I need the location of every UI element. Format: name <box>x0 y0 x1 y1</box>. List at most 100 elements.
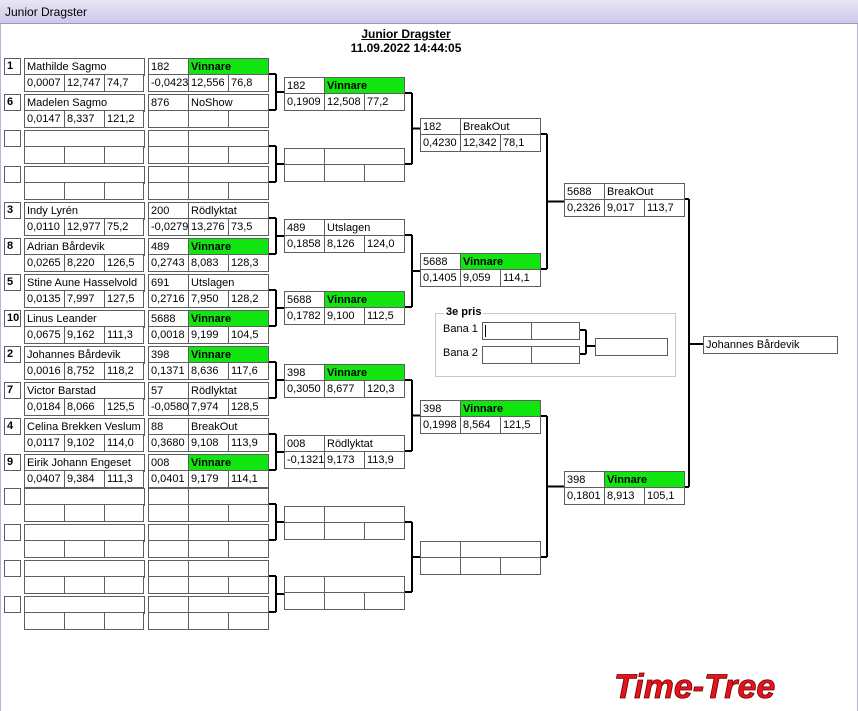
status[interactable]: Utslagen <box>324 219 405 237</box>
speed[interactable] <box>364 522 405 540</box>
elapsed-time[interactable]: 8,913 <box>604 487 645 505</box>
elapsed-time[interactable] <box>188 504 229 522</box>
reaction-time[interactable] <box>148 612 189 630</box>
elapsed-time[interactable] <box>64 504 105 522</box>
reaction-time[interactable] <box>420 557 461 575</box>
elapsed-time[interactable] <box>324 522 365 540</box>
reaction-time[interactable] <box>148 576 189 594</box>
reaction-time[interactable]: 0,0018 <box>148 326 189 344</box>
reaction-time[interactable] <box>148 540 189 558</box>
speed[interactable]: 114,1 <box>500 269 541 287</box>
driver-name[interactable]: Victor Barstad <box>24 382 145 400</box>
seed-box[interactable]: 6 <box>4 94 21 111</box>
reaction-time[interactable]: 0,0110 <box>24 218 65 236</box>
elapsed-time[interactable] <box>324 592 365 610</box>
driver-name[interactable]: Madelen Sagmo <box>24 94 145 112</box>
speed[interactable]: 128,2 <box>228 290 269 308</box>
reaction-time[interactable]: 0,0265 <box>24 254 65 272</box>
speed[interactable] <box>228 576 269 594</box>
elapsed-time[interactable]: 8,677 <box>324 380 365 398</box>
elapsed-time[interactable]: 8,126 <box>324 235 365 253</box>
reaction-time[interactable] <box>148 504 189 522</box>
speed[interactable]: 105,1 <box>644 487 685 505</box>
status[interactable]: Vinnare <box>324 77 405 95</box>
speed[interactable]: 74,7 <box>104 74 144 92</box>
speed[interactable]: 124,0 <box>364 235 405 253</box>
reaction-time[interactable]: 0,4230 <box>420 134 461 152</box>
speed[interactable]: 112,5 <box>364 307 405 325</box>
speed[interactable] <box>364 164 405 182</box>
speed[interactable]: 73,5 <box>228 218 269 236</box>
speed[interactable]: 104,5 <box>228 326 269 344</box>
reaction-time[interactable] <box>24 612 65 630</box>
speed[interactable]: 114,1 <box>228 470 269 488</box>
speed[interactable]: 125,5 <box>104 398 144 416</box>
seed-box[interactable]: 3 <box>4 202 21 219</box>
elapsed-time[interactable]: 9,179 <box>188 470 229 488</box>
elapsed-time[interactable]: 8,220 <box>64 254 105 272</box>
reaction-time[interactable] <box>24 146 65 164</box>
elapsed-time[interactable]: 9,102 <box>64 434 105 452</box>
elapsed-time[interactable]: 7,997 <box>64 290 105 308</box>
elapsed-time[interactable] <box>188 612 229 630</box>
reaction-time[interactable]: 0,3680 <box>148 434 189 452</box>
elapsed-time[interactable]: 12,747 <box>64 74 105 92</box>
reaction-time[interactable]: 0,0117 <box>24 434 65 452</box>
driver-name[interactable]: Stine Aune Hasselvold <box>24 274 145 292</box>
seed-box[interactable] <box>4 488 21 505</box>
speed[interactable]: 78,1 <box>500 134 541 152</box>
seed-box[interactable] <box>4 166 21 183</box>
status[interactable]: Vinnare <box>460 253 541 271</box>
status[interactable]: Vinnare <box>188 454 269 472</box>
pair-number[interactable]: 398 <box>284 364 325 382</box>
elapsed-time[interactable] <box>188 540 229 558</box>
speed[interactable] <box>104 182 144 200</box>
reaction-time[interactable]: 0,0016 <box>24 362 65 380</box>
reaction-time[interactable]: 0,1371 <box>148 362 189 380</box>
elapsed-time[interactable]: 9,108 <box>188 434 229 452</box>
speed[interactable] <box>104 504 144 522</box>
speed[interactable] <box>228 182 269 200</box>
reaction-time[interactable] <box>284 522 325 540</box>
pair-number[interactable]: 398 <box>564 471 605 489</box>
reaction-time[interactable] <box>24 182 65 200</box>
elapsed-time[interactable]: 9,100 <box>324 307 365 325</box>
speed[interactable]: 111,3 <box>104 326 144 344</box>
speed[interactable]: 113,9 <box>364 451 405 469</box>
seed-box[interactable]: 2 <box>4 346 21 363</box>
elapsed-time[interactable] <box>324 164 365 182</box>
driver-name[interactable]: Eirik Johann Engeset <box>24 454 145 472</box>
seed-box[interactable]: 5 <box>4 274 21 291</box>
elapsed-time[interactable]: 13,276 <box>188 218 229 236</box>
reaction-time[interactable] <box>284 592 325 610</box>
elapsed-time[interactable]: 12,556 <box>188 74 229 92</box>
speed[interactable]: 128,3 <box>228 254 269 272</box>
elapsed-time[interactable] <box>64 612 105 630</box>
elapsed-time[interactable]: 12,508 <box>324 93 365 111</box>
elapsed-time[interactable]: 8,636 <box>188 362 229 380</box>
elapsed-time[interactable]: 9,059 <box>460 269 501 287</box>
elapsed-time[interactable] <box>188 182 229 200</box>
elapsed-time[interactable]: 12,977 <box>64 218 105 236</box>
pair-number[interactable]: 398 <box>420 400 461 418</box>
lane1-extra[interactable] <box>531 322 580 340</box>
reaction-time[interactable]: 0,0675 <box>24 326 65 344</box>
elapsed-time[interactable]: 8,752 <box>64 362 105 380</box>
lane1-input[interactable] <box>482 322 532 340</box>
speed[interactable]: 77,2 <box>364 93 405 111</box>
speed[interactable]: 128,5 <box>228 398 269 416</box>
reaction-time[interactable]: 0,3050 <box>284 380 325 398</box>
elapsed-time[interactable] <box>64 576 105 594</box>
speed[interactable] <box>500 557 541 575</box>
status[interactable]: Vinnare <box>324 291 405 309</box>
third-place-result[interactable] <box>595 338 668 356</box>
seed-box[interactable] <box>4 524 21 541</box>
pair-number[interactable]: 88 <box>148 418 189 436</box>
elapsed-time[interactable]: 8,337 <box>64 110 105 128</box>
lane2-extra[interactable] <box>531 346 580 364</box>
seed-box[interactable] <box>4 596 21 613</box>
lane2-input[interactable] <box>482 346 532 364</box>
elapsed-time[interactable]: 7,950 <box>188 290 229 308</box>
status[interactable]: Rödlyktat <box>324 435 405 453</box>
reaction-time[interactable] <box>284 164 325 182</box>
